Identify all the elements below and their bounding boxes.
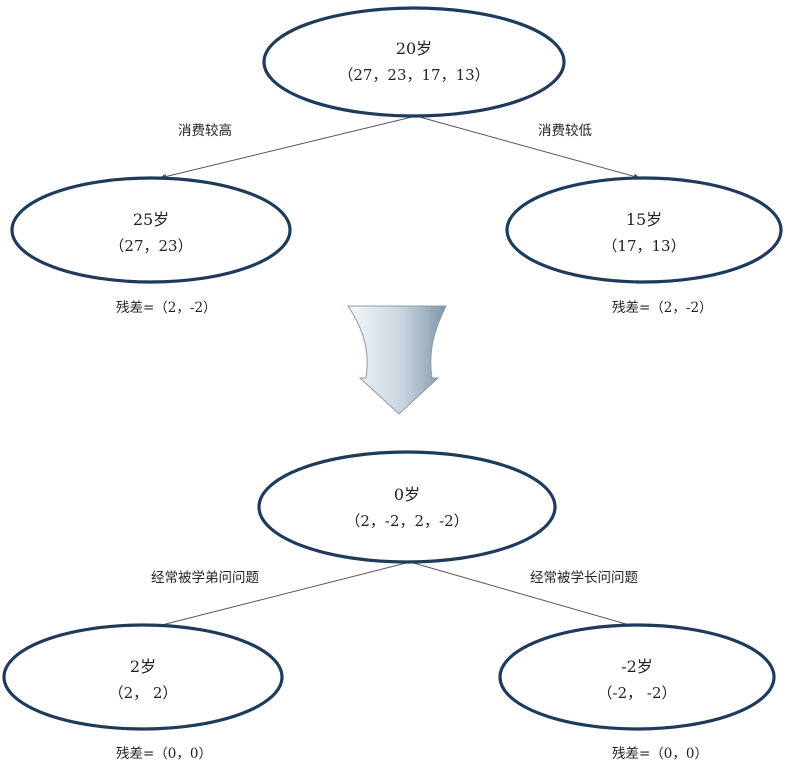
top-root-values: （27，23，17，13） — [338, 66, 489, 84]
bottom-left-values: （2， 2） — [109, 684, 178, 702]
bottom-root-title: 0岁 — [394, 485, 420, 504]
bottom-right-title: -2岁 — [621, 657, 653, 676]
bottom-tree: 经常被学弟问问题 经常被学长问问题 0岁 （2，-2，2，-2） 2岁 （2， … — [2, 450, 776, 762]
top-left-values: （27，23） — [109, 237, 192, 255]
bottom-edge-right-label: 经常被学长问问题 — [530, 570, 638, 586]
top-tree: 消费较高 消费较低 20岁 （27，23，17，13） 25岁 （27，23） … — [10, 6, 783, 316]
bottom-edge-left — [149, 561, 411, 630]
bottom-left-node: 2岁 （2， 2） — [2, 623, 284, 731]
bottom-root-node: 0岁 （2，-2，2，-2） — [257, 450, 557, 564]
bottom-right-node: -2岁 （-2， -2） — [498, 623, 776, 731]
bottom-root-values: （2，-2，2，-2） — [345, 512, 468, 530]
top-right-values: （17，13） — [602, 237, 685, 255]
top-edge-right-label: 消费较低 — [538, 123, 592, 139]
bottom-right-residual: 残差=（0，0） — [612, 746, 708, 762]
top-left-title: 25岁 — [133, 210, 169, 229]
top-root-title: 20岁 — [396, 39, 432, 58]
bottom-left-residual: 残差=（0，0） — [116, 746, 212, 762]
funnel-down-arrow-icon — [347, 305, 447, 415]
bottom-right-values: （-2， -2） — [598, 684, 677, 702]
bottom-left-title: 2岁 — [130, 657, 156, 676]
top-left-node: 25岁 （27，23） — [10, 176, 292, 284]
top-left-residual: 残差=（2，-2） — [116, 300, 217, 316]
top-right-node: 15岁 （17，13） — [505, 176, 783, 284]
bottom-edge-left-label: 经常被学弟问问题 — [151, 570, 259, 586]
top-edge-left — [159, 115, 417, 180]
top-right-title: 15岁 — [626, 210, 662, 229]
top-edge-left-label: 消费较高 — [178, 122, 232, 139]
top-edge-right — [415, 115, 641, 180]
bottom-edge-right — [409, 561, 641, 629]
top-root-node: 20岁 （27，23，17，13） — [262, 6, 566, 118]
top-right-residual: 残差=（2，-2） — [612, 300, 713, 316]
